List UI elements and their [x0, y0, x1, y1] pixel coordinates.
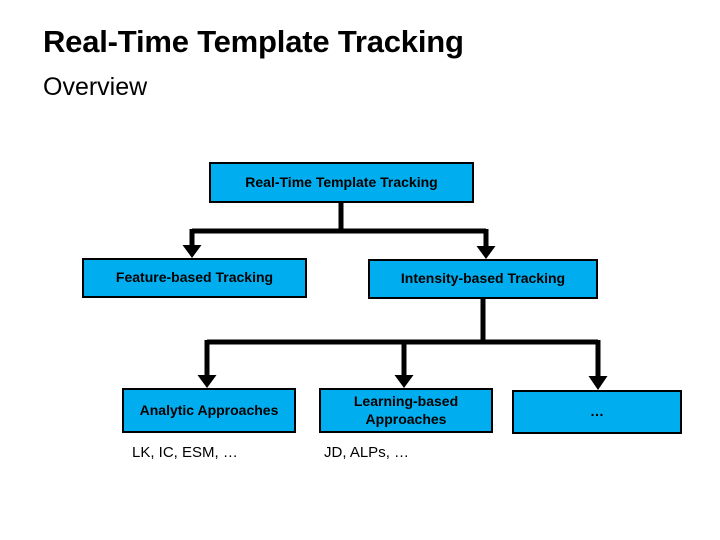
node-intensity-based-tracking: Intensity-based Tracking [368, 259, 598, 299]
note-analytic-examples: LK, IC, ESM, … [132, 444, 238, 461]
node-analytic-approaches: Analytic Approaches [122, 388, 296, 433]
node-feature-based-tracking: Feature-based Tracking [82, 258, 307, 298]
node-real-time-template-tracking: Real-Time Template Tracking [209, 162, 474, 203]
slide-title: Real-Time Template Tracking [43, 24, 464, 59]
node-other-approaches-ellipsis: … [512, 390, 682, 434]
slide-subtitle: Overview [43, 73, 148, 101]
node-learning-based-approaches: Learning-based Approaches [319, 388, 493, 433]
note-learning-examples: JD, ALPs, … [324, 444, 410, 461]
